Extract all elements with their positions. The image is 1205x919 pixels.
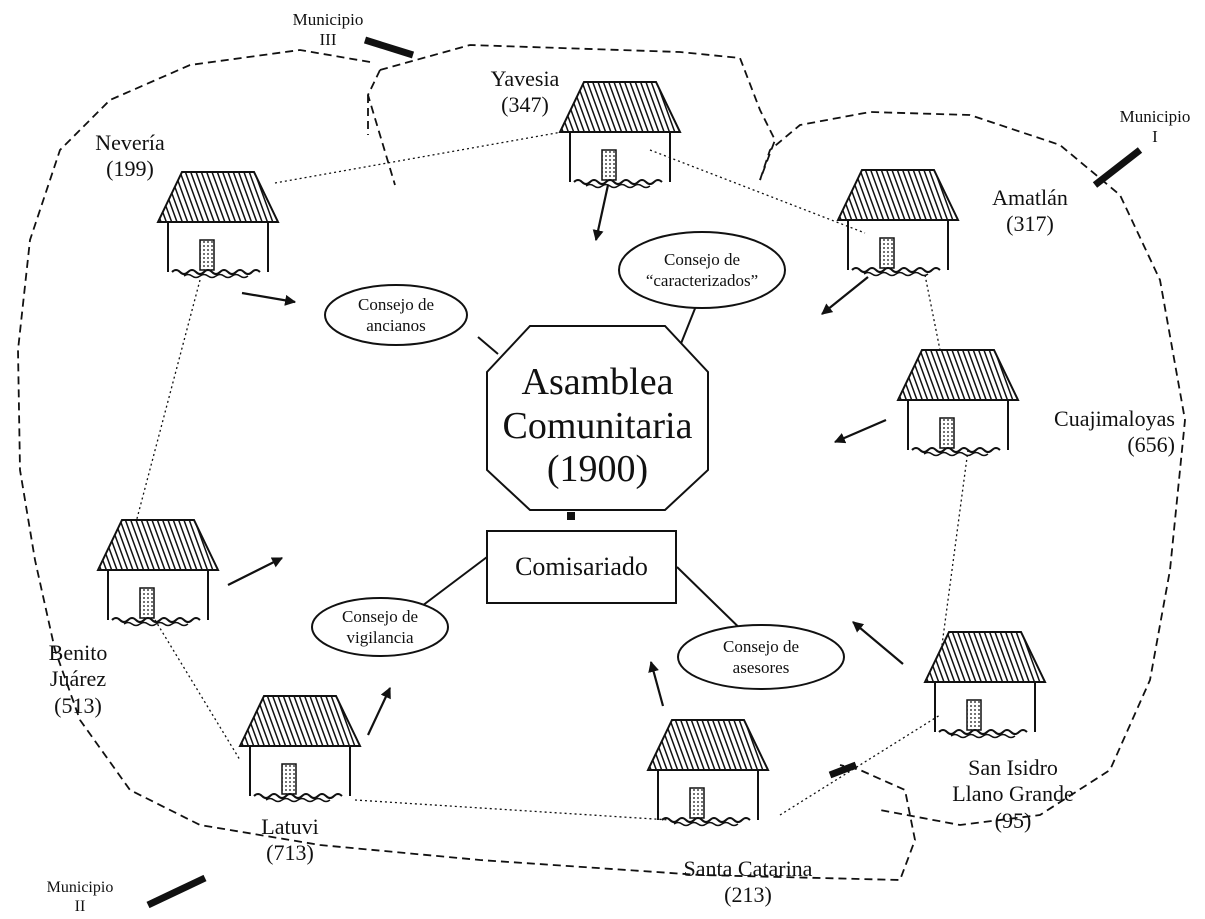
asamblea-connector-dot [567,512,575,520]
participation-arrows [227,184,904,736]
municipio-iii-line2: III [319,30,337,50]
asamblea-line3: (1900) [546,448,649,491]
consejo-caracterizados-label: Consejo de “caracterizados” [620,249,784,292]
benito-line2: Juárez [49,666,107,692]
house-amatlan [837,169,959,277]
municipio-ii-line2: II [74,898,86,916]
connector-neveria-yavesia [274,129,574,184]
santa-count: (213) [724,882,772,908]
arrow-latuvi [367,687,391,736]
asesores-line2: asesores [732,658,790,678]
label-yavesia: Yavesia (347) [465,66,585,119]
house-santa-catarina [647,719,769,827]
arrow-santa [648,660,665,707]
yavesia-name: Yavesia [490,66,560,91]
consejo-vigilancia-ellipse [311,597,449,657]
arrow-benito [227,557,283,586]
latuvi-count: (713) [266,840,314,866]
connector-cuajimaloyas-sanisidro [939,449,969,661]
consejo-asesores-ellipse [677,624,845,690]
comisariado-box [486,530,677,604]
connector-neveria-benito [129,279,201,546]
municipio-i-line1: Municipio [1119,107,1191,126]
label-latuvi: Latuvi (713) [235,814,345,867]
benito-line1: Benito [48,640,108,665]
yavesia-count: (347) [501,92,549,118]
municipio-ii-line1: Municipio [46,879,114,896]
neveria-count: (199) [106,156,154,182]
asamblea-line1: Asamblea [521,361,674,403]
boundary-gap-marker [828,761,858,779]
arrow-amatlan [821,276,869,315]
consejo-ancianos-label: Consejo de ancianos [326,294,466,337]
asamblea-octagon [486,325,709,511]
amatlan-name: Amatlán [992,185,1068,210]
santa-name: Santa Catarina [683,856,813,881]
connector-amatlan-cuajimaloyas [924,274,946,376]
label-neveria: Nevería (199) [65,130,195,183]
label-cuajimaloyas: Cuajimaloyas (656) [1015,406,1175,459]
municipio-i-marker [1092,147,1143,188]
arrow-sanisidro [852,621,904,665]
house-cuajimaloyas [897,349,1019,457]
municipio-i-label: Municipio I [1105,107,1205,148]
asamblea-line2: Comunitaria [502,404,693,447]
boundary-municipio-iii-inner [367,69,396,186]
arrow-neveria [241,291,297,306]
sanisidro-line2: Llano Grande [952,781,1074,807]
caracterizados-line2: “caracterizados” [645,271,759,291]
municipio-boundaries [17,44,1186,881]
municipio-iii-label: Municipio III [283,10,373,51]
house-latuvi [239,695,361,803]
consejo-caracterizados-ellipse [618,231,786,309]
asesores-line1: Consejo de [722,637,800,656]
municipio-i-line2: I [1152,127,1158,147]
latuvi-name: Latuvi [261,814,319,839]
community-connectors [129,129,969,821]
cuajimaloyas-count: (656) [1127,432,1175,458]
consejo-vigilancia-label: Consejo de vigilancia [312,606,448,649]
label-benito-juarez: Benito Juárez (513) [28,640,128,719]
benito-count: (513) [54,692,102,718]
asamblea-label: Asamblea Comunitaria (1900) [487,361,708,492]
ancianos-line1: Consejo de [357,295,435,314]
boundary-municipio-iii [379,44,776,181]
consejo-ancianos-ellipse [324,284,468,346]
house-neveria [157,171,279,279]
consejo-asesores-label: Consejo de asesores [680,636,842,679]
arrow-yavesia [592,184,610,242]
comisariado-label: Comisariado [515,552,648,581]
connector-santa-sanisidro [779,714,941,816]
connector-benito-latuvi [154,619,241,761]
ancianos-line2: ancianos [366,316,426,336]
municipio-iii-marker [363,36,415,59]
boundary-municipio-i [759,111,1186,826]
vigilancia-line1: Consejo de [341,607,419,626]
boundary-municipio-ii [17,49,916,881]
house-san-isidro [924,631,1046,739]
municipio-ii-marker [146,874,207,909]
municipio-ii-label: Municipio II [28,878,132,916]
connector-yavesia-amatlan [649,149,866,234]
arrow-cuajimaloyas [833,418,887,444]
connector-ancianos [477,336,499,355]
label-santa-catarina: Santa Catarina (213) [648,856,848,909]
label-san-isidro: San Isidro Llano Grande (95) [938,755,1088,834]
connector-latuvi-santa [354,799,671,821]
sanisidro-count: (95) [994,807,1032,833]
caracterizados-line1: Consejo de [663,250,741,269]
cuajimaloyas-name: Cuajimaloyas [1054,406,1175,431]
label-amatlan: Amatlán (317) [965,185,1095,238]
municipio-markers [146,36,1143,909]
municipio-iii-line1: Municipio [292,10,364,29]
vigilancia-line2: vigilancia [346,628,414,648]
house-benito-juarez [97,519,219,627]
amatlan-count: (317) [1006,211,1054,237]
sanisidro-line1: San Isidro [968,755,1058,780]
neveria-name: Nevería [95,130,165,155]
